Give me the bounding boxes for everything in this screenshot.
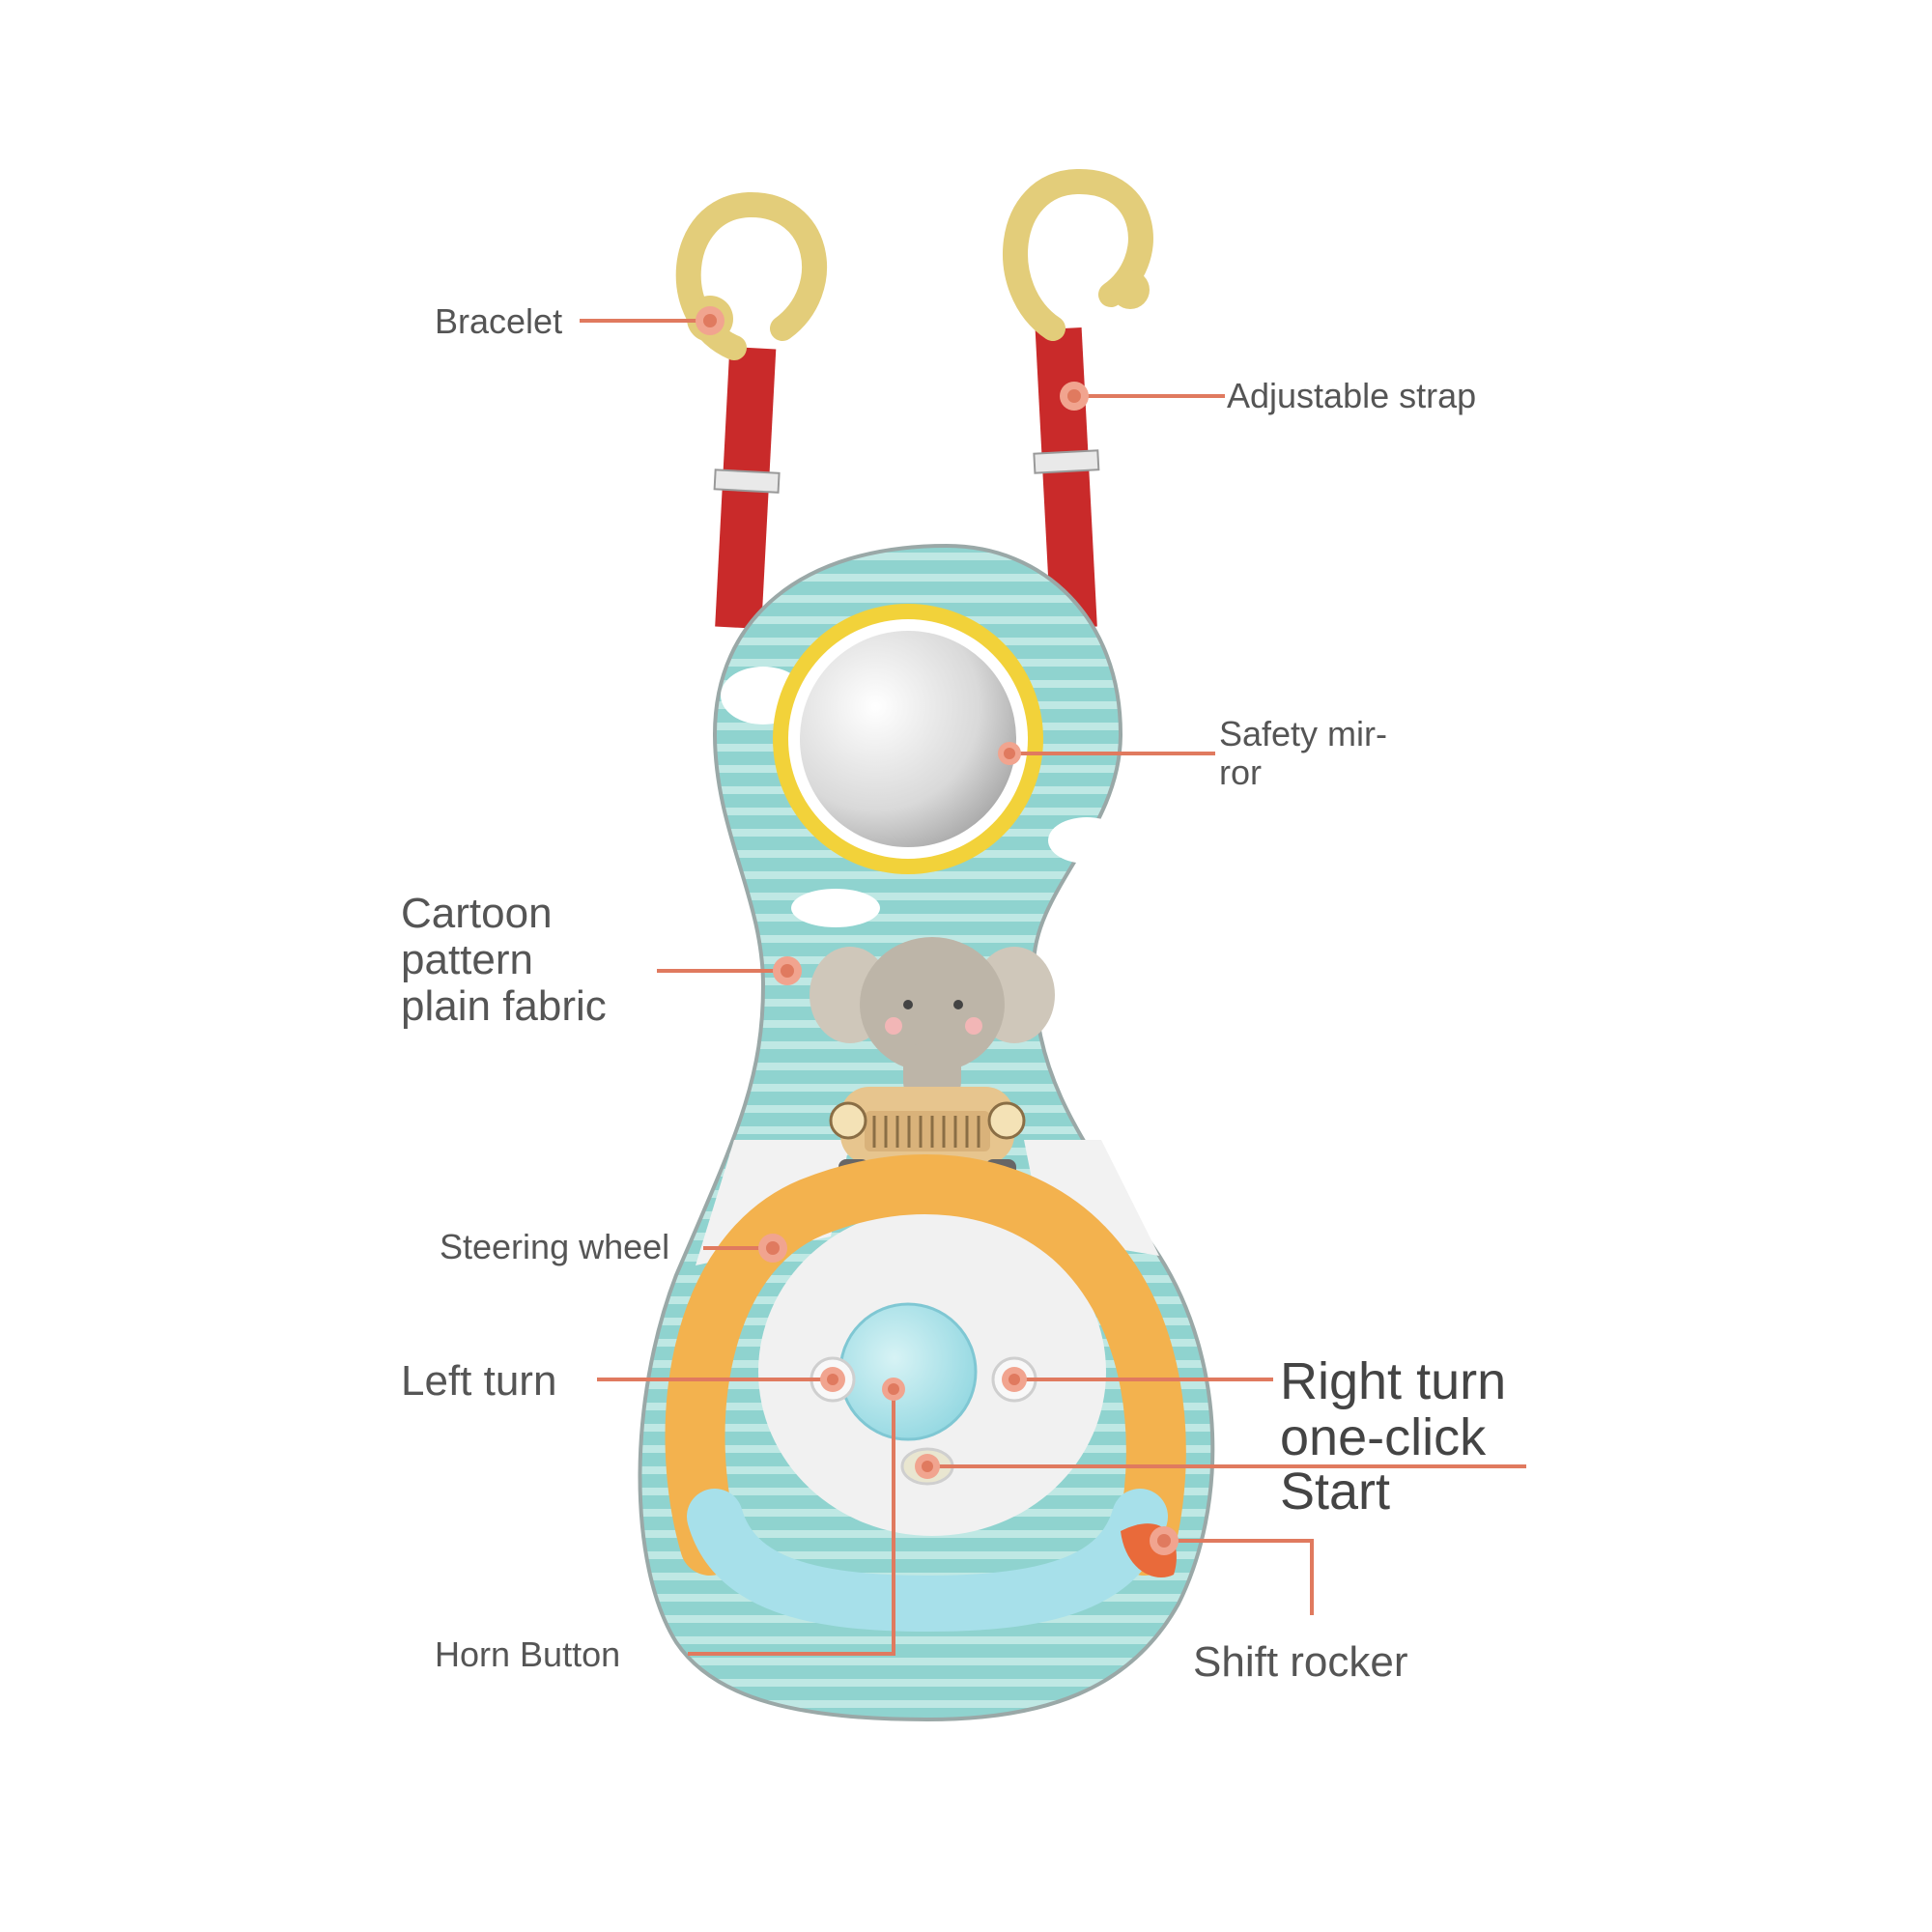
callout-dots bbox=[696, 306, 1179, 1555]
hooks bbox=[675, 168, 1153, 360]
right-strap-buckle bbox=[1033, 449, 1100, 474]
steering-wheel[interactable] bbox=[665, 1154, 1186, 1633]
right-hook-knob bbox=[1111, 270, 1150, 309]
label-bracelet: Bracelet bbox=[435, 301, 562, 341]
cloud-icon bbox=[1048, 817, 1125, 864]
wheel-rim-orange bbox=[665, 1154, 1186, 1576]
horn-button[interactable] bbox=[838, 1302, 978, 1441]
cloud-icon bbox=[791, 889, 880, 927]
label-steering-wheel: Steering wheel bbox=[440, 1227, 669, 1266]
label-cartoon-2: pattern bbox=[401, 936, 533, 983]
label-cartoon-3: plain fabric bbox=[401, 982, 607, 1030]
right-hook-icon bbox=[1003, 168, 1153, 341]
label-one-click-2: Start bbox=[1280, 1463, 1390, 1520]
label-safety-mirror-1: Safety mir- bbox=[1219, 714, 1387, 753]
label-shift-rocker: Shift rocker bbox=[1193, 1638, 1408, 1686]
wheel-rim-blue bbox=[687, 1489, 1168, 1633]
safety-mirror bbox=[800, 631, 1016, 847]
label-horn-button: Horn Button bbox=[435, 1634, 620, 1674]
labels: Bracelet Adjustable strap Safety mir- ro… bbox=[401, 301, 1506, 1686]
left-strap-buckle bbox=[713, 469, 781, 494]
label-safety-mirror-2: ror bbox=[1219, 753, 1262, 792]
label-adjustable-strap: Adjustable strap bbox=[1227, 376, 1476, 415]
label-one-click-1: one-click bbox=[1280, 1408, 1487, 1466]
label-right-turn: Right turn bbox=[1280, 1352, 1506, 1410]
label-left-turn: Left turn bbox=[401, 1357, 556, 1405]
leader-lines bbox=[580, 319, 1526, 1656]
label-cartoon-1: Cartoon bbox=[401, 890, 553, 937]
